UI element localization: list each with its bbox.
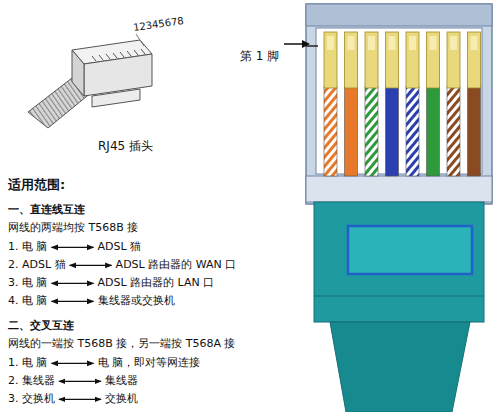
contact-top — [368, 36, 375, 50]
wire — [447, 86, 460, 176]
note: 网线的两端均按 T568B 接 — [8, 222, 138, 235]
caption: RJ45 插头 — [98, 140, 153, 154]
device-name: 电 脑，即对等网连接 — [98, 357, 201, 370]
section-heading: 一、直连线互连 — [8, 204, 85, 217]
wire — [427, 86, 440, 176]
device-name: 交换机 — [105, 393, 138, 406]
contact — [365, 32, 378, 88]
plug-wires — [324, 32, 481, 176]
double-arrow — [52, 283, 94, 284]
double-arrow — [52, 301, 94, 302]
device-name: 3. 交换机 — [8, 393, 55, 406]
device-name: ADSL 路由器的 LAN 口 — [98, 277, 215, 290]
contact-top — [389, 36, 396, 50]
wire — [345, 86, 358, 176]
contact — [406, 32, 419, 88]
device-name: ADSL 路由器的 WAN 口 — [116, 259, 237, 272]
device-name: 3. 电 脑 — [8, 277, 48, 290]
contact-top — [327, 36, 334, 50]
contact-top — [430, 36, 437, 50]
double-arrow — [52, 363, 94, 364]
pin-arrow — [284, 40, 310, 48]
contact-top — [450, 36, 457, 50]
device-name: 1. 电 脑 — [8, 357, 48, 370]
double-arrow — [70, 265, 112, 266]
double-arrow — [59, 399, 101, 400]
large-plug — [306, 4, 492, 412]
wire — [365, 86, 378, 176]
device-name: ADSL 猫 — [98, 241, 142, 254]
contact — [345, 32, 358, 88]
small-plug — [28, 34, 152, 128]
device-name: 4. 电 脑 — [8, 295, 48, 308]
pin-numbers: 12345678 — [132, 15, 184, 33]
device-name: 2. 集线器 — [8, 375, 55, 388]
contact-top — [409, 36, 416, 50]
contact-top — [348, 36, 355, 50]
contact — [468, 32, 481, 88]
device-name: 2. ADSL 猫 — [8, 259, 66, 272]
double-arrow — [59, 381, 101, 382]
double-arrow — [52, 247, 94, 248]
contact — [386, 32, 399, 88]
wire — [324, 86, 337, 176]
wire — [406, 86, 419, 176]
device-name: 1. 电 脑 — [8, 241, 48, 254]
device-name: 集线器或交换机 — [98, 295, 175, 308]
heading: 适用范围: — [8, 178, 65, 193]
contact — [447, 32, 460, 88]
contact — [324, 32, 337, 88]
wire — [468, 86, 481, 176]
pin-label: 第 1 脚 — [240, 50, 279, 64]
contact-top — [471, 36, 478, 50]
contact — [427, 32, 440, 88]
note: 网线的一端按 T568B 接，另一端按 T568A 接 — [8, 338, 236, 351]
wire — [386, 86, 399, 176]
section-heading: 二、交叉互连 — [8, 320, 74, 333]
device-name: 集线器 — [105, 375, 138, 388]
